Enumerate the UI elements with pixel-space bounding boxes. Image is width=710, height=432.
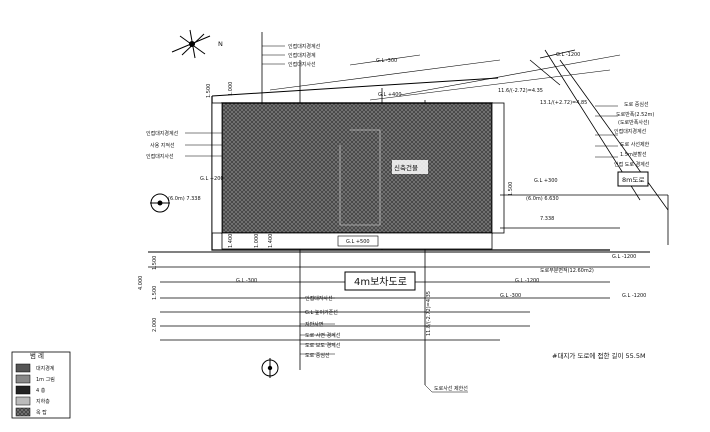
- section-marker-south: [261, 358, 279, 378]
- road-label-box: [344, 271, 416, 291]
- label-top-1: 인접대지경계선: [288, 43, 321, 50]
- elev-1: G.L +400: [378, 92, 402, 98]
- legend-swatch-5: [15, 407, 31, 417]
- east-dim-2: (6.0m) 6.630: [526, 196, 559, 202]
- road-dim-1: 4.000: [138, 276, 144, 290]
- legend-label-1: 대지경계: [36, 365, 55, 372]
- label-top-2: 인접대지경계: [288, 52, 316, 59]
- road-dim-3: 2.000: [152, 318, 158, 332]
- site-note: #대지가 도로에 접한 길이 55.5M: [552, 351, 646, 360]
- legend: 범 례 대지경계 1m 그림 4 층 지하층 옥 탑: [11, 351, 71, 419]
- height-dim: 11.8/(-2.72)=4.35: [426, 291, 432, 336]
- road-dim-2: 1.500: [152, 286, 158, 300]
- road-elevation-4: G.L -1200: [622, 293, 646, 299]
- road-elevation-3: G.L -300: [500, 293, 521, 299]
- elev-7: G.L -1200: [556, 52, 580, 58]
- road-main-label: 4m보차도로: [354, 276, 407, 288]
- elev-5: G.L -1200: [612, 254, 636, 260]
- label-right-6: 1.5m분할선: [620, 151, 647, 158]
- small-dim-1: 1.500: [206, 84, 212, 98]
- legend-swatch-1: [15, 363, 31, 373]
- label-bottom-3: 지반사면: [305, 321, 324, 328]
- label-right-4: 인접대지경계선: [614, 128, 647, 135]
- west-dim: (6.0m) 7.338: [168, 196, 201, 202]
- bottom-callout: 도로사선 제한선: [434, 385, 468, 392]
- label-right-7: 인접 도로 경계선: [614, 161, 650, 168]
- small-dim-2: 1.000: [228, 82, 234, 96]
- building-footprint: [221, 102, 493, 234]
- label-bottom-1: 인접대지사선: [305, 295, 333, 302]
- building-name: 신축건물: [394, 163, 418, 172]
- legend-label-3: 4 층: [36, 387, 46, 394]
- label-left-1: 인접대지경계선: [146, 130, 179, 137]
- label-top-3: 인접대지사선: [288, 61, 316, 68]
- label-left-3: 인접대지사선: [146, 153, 174, 160]
- legend-label-4: 지하층: [36, 398, 50, 405]
- elev-2: G.L +500: [346, 239, 370, 245]
- small-dim-5: 1.400: [268, 234, 274, 248]
- label-right-3: (도로반폭사선): [618, 119, 650, 126]
- small-dim-4: 1.000: [254, 234, 260, 248]
- label-bottom-2: G.L 높이기준선: [305, 309, 338, 316]
- road-elevation-1: G.L -300: [236, 278, 257, 284]
- height-dim-top2: 13.1/(+2.72)=4.85: [540, 100, 587, 106]
- small-dim-3: 1.400: [228, 234, 234, 248]
- compass-label: N: [218, 40, 223, 48]
- elev-3: G.L +200: [200, 176, 224, 182]
- north-arrow-icon: N: [171, 29, 223, 59]
- label-bottom-5: 도로 보도 경계선: [305, 342, 341, 349]
- road-elevation-2: G.L -1200: [515, 278, 539, 284]
- label-left-2: 사용 지적선: [150, 142, 175, 149]
- height-dim-top: 11.6/(-2.72)=4.35: [498, 88, 543, 94]
- legend-swatch-2: [15, 374, 31, 384]
- legend-title: 범 례: [30, 351, 44, 360]
- elev-6: G.L -300: [376, 58, 397, 64]
- legend-label-2: 1m 그림: [36, 376, 55, 383]
- label-right-2: 도로반폭(2.52m): [616, 111, 654, 118]
- road-dim-4: 1.500: [152, 256, 158, 270]
- legend-label-5: 옥 탑: [36, 409, 47, 416]
- road-east-box: [617, 171, 649, 187]
- label-right-5: 도로 사선제한: [620, 141, 650, 148]
- label-bottom-4: 도로 사면 경계선: [305, 332, 341, 339]
- road-east-label: 8m도로: [622, 176, 644, 184]
- section-marker-west: [150, 193, 170, 213]
- east-dim-1: 7.338: [540, 216, 554, 222]
- label-bottom-6: 도로 중심선: [305, 352, 330, 359]
- elev-4: G.L +300: [534, 178, 558, 184]
- legend-swatch-3: [15, 385, 31, 395]
- legend-swatch-4: [15, 396, 31, 406]
- small-dim-6: 1.500: [508, 182, 514, 196]
- road-width-label: 도로부분면적(12.60m2): [540, 267, 594, 274]
- label-right-1: 도로 중심선: [624, 101, 649, 108]
